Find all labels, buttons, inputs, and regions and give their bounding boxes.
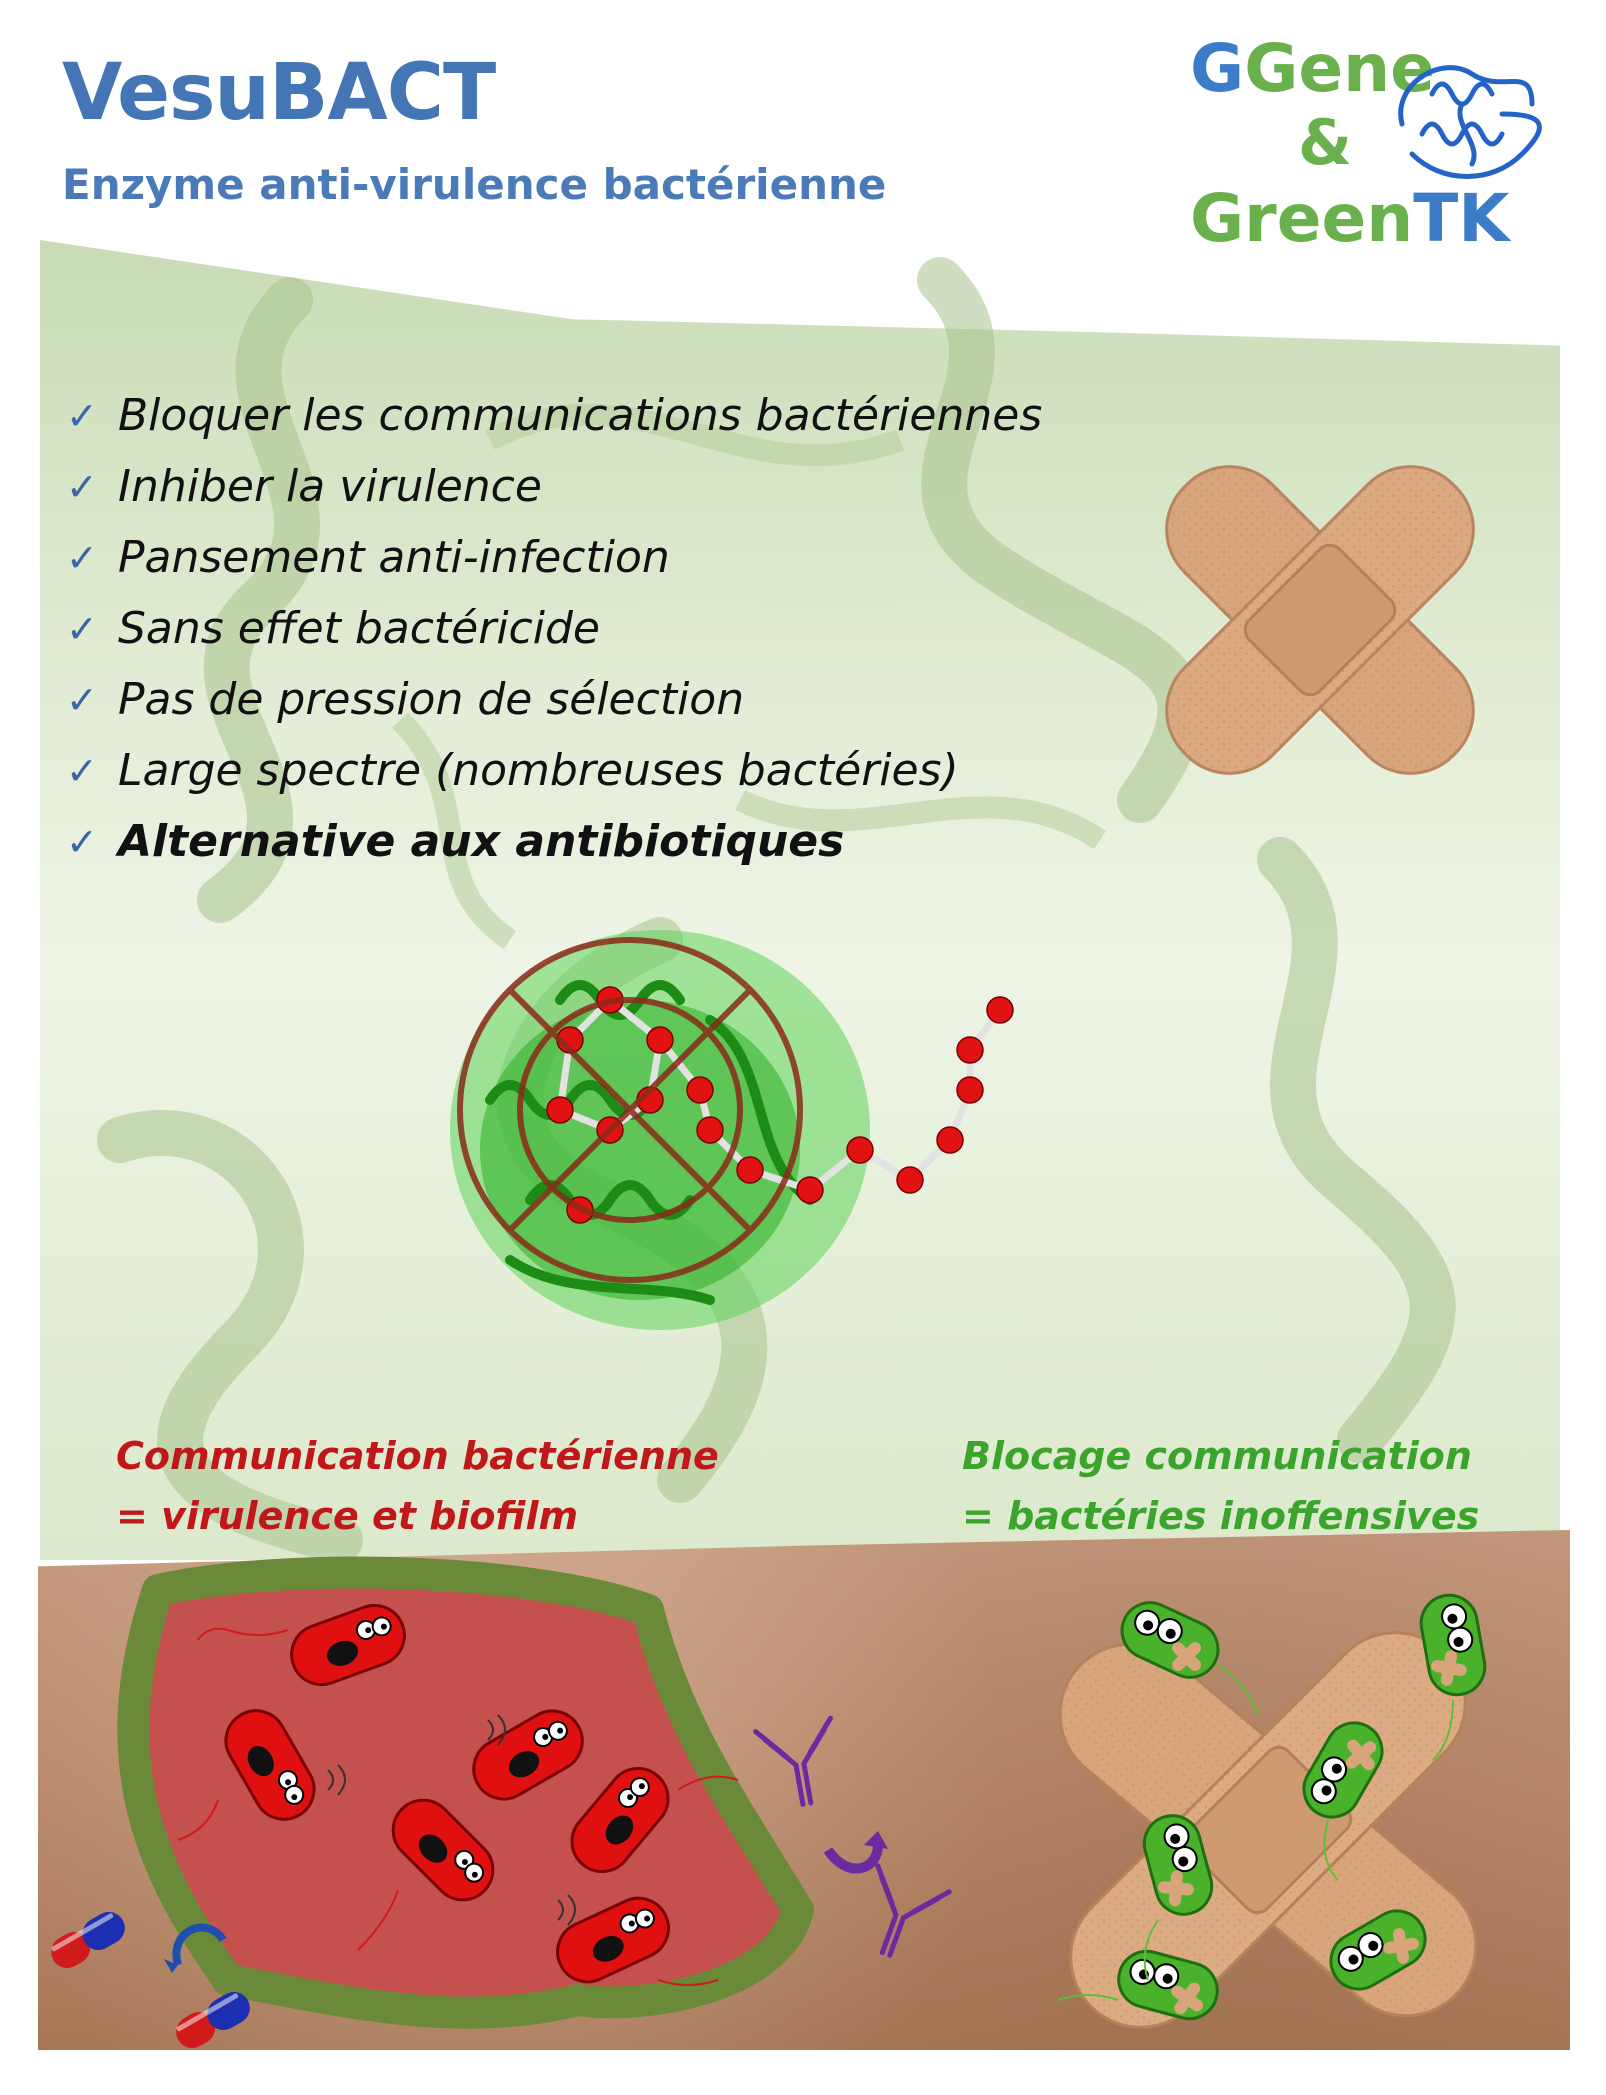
protein-structure-logo-icon [1398,65,1542,179]
caption-virulent-line2: = virulence et biofilm [116,1494,579,1538]
logo-line-gene: GGene [1190,30,1435,107]
pill-capsule-icon [170,1986,256,2050]
logo-line-greentk: GreenTK [1190,180,1510,257]
check-icon: ✓ [66,819,98,864]
check-icon: ✓ [66,464,98,509]
caption-harmless: Blocage communication = bactéries inoffe… [962,1426,1479,1546]
benefit-item: ✓Inhiber la virulence [66,461,542,512]
virulent-bacteria [177,1595,739,1994]
caption-harmless-line1: Blocage communication [962,1434,1472,1478]
gene-greentk-logo: GGene & GreenTK [1190,30,1570,260]
check-icon: ✓ [66,393,98,438]
enzyme-protein-icon [450,930,1014,1330]
benefit-item: ✓Pansement anti-infection [66,532,670,583]
page-title: VesuBACT [62,48,496,138]
benefit-item: ✓Large spectre (nombreuses bactéries) [66,745,959,796]
antibodies [756,1718,950,1967]
check-icon: ✓ [66,535,98,580]
antibody-icon [850,1866,949,1967]
caption-harmless-line2: = bactéries inoffensives [962,1494,1480,1538]
page-subtitle: Enzyme anti-virulence bactérienne [62,160,887,209]
benefit-item: ✓Pas de pression de sélection [66,674,745,725]
benefit-item: ✓Bloquer les communications bactériennes [66,390,1043,441]
check-icon: ✓ [66,748,98,793]
benefits-list: ✓Bloquer les communications bactériennes… [66,380,1042,877]
caption-virulent-line1: Communication bactérienne [116,1434,719,1478]
pill-capsule-icon [45,1906,131,1974]
caption-virulent: Communication bactérienne = virulence et… [116,1426,719,1546]
antibiotic-capsules [45,1906,256,2050]
bandage-icon [1165,465,1475,775]
bacteria-scene [45,1556,1491,2050]
biofilm-wound [117,1556,814,2029]
benefit-item-highlight: ✓Alternative aux antibiotiques [66,816,845,867]
molecule-chain-icon [546,986,1014,1224]
benefit-item: ✓Sans effet bactéricide [66,603,600,654]
check-icon: ✓ [66,677,98,722]
check-icon: ✓ [66,606,98,651]
harmless-bacteria [1057,1589,1491,2030]
inhibition-target-icon [457,937,803,1283]
logo-ampersand: & [1298,106,1353,179]
antibody-icon [756,1718,845,1810]
